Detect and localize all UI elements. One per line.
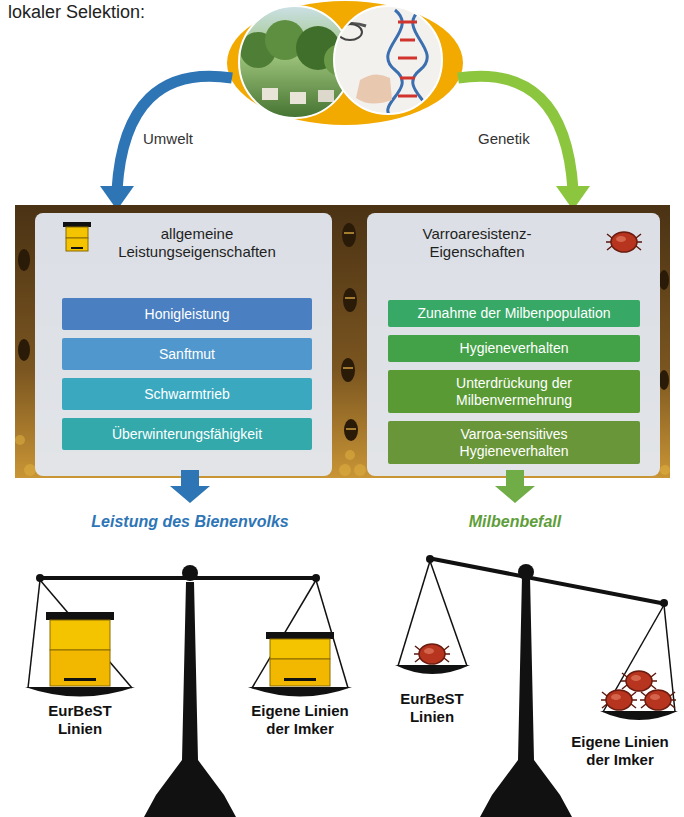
trait-box: Unterdrückung der Milbenvermehrung	[388, 370, 640, 413]
balance-scale	[395, 555, 678, 817]
panel-heading: allgemeine Leistungseigenschaften	[97, 225, 297, 261]
mite-figure	[601, 690, 637, 710]
panel-heading: Varroaresistenz-Eigenschaften	[387, 225, 567, 261]
result-label: Milbenbefall	[435, 512, 595, 531]
hive-figure	[46, 612, 114, 686]
trait-box: Überwinterungsfähigkeit	[62, 418, 312, 450]
box-label: Honigleistung	[145, 306, 230, 322]
trait-box: Sanftmut	[62, 338, 312, 370]
hive-figure	[266, 632, 334, 686]
box-label: Hygieneverhalten	[460, 340, 569, 356]
trait-box: Schwarmtrieb	[62, 378, 312, 410]
result-label: Leistung des Bienenvolks	[60, 512, 320, 531]
trait-panel: allgemeine LeistungseigenschaftenHonigle…	[35, 213, 332, 476]
balance-scale	[25, 565, 352, 817]
mite-figure	[414, 644, 450, 664]
box-label: Varroa-sensitives Hygieneverhalten	[419, 426, 609, 458]
box-label: Schwarmtrieb	[144, 386, 230, 402]
genetics-arrow	[458, 76, 573, 190]
dna-photo	[330, 2, 450, 122]
panel-ground	[35, 213, 332, 476]
photo-rim	[334, 6, 442, 114]
arrow-label: Genetik	[478, 130, 548, 148]
pan-label: Eigene Linien der Imker	[238, 702, 362, 738]
mite-icon	[606, 232, 642, 252]
trait-box: Hygieneverhalten	[388, 335, 640, 362]
down-arrow	[495, 470, 535, 503]
box-label: Unterdrückung der Milbenvermehrung	[419, 375, 609, 407]
selection-emblem	[227, 1, 463, 125]
trait-box: Varroa-sensitives Hygieneverhalten	[388, 421, 640, 464]
box-label: Zunahme der Milbenpopulation	[417, 305, 610, 321]
trait-panel: Varroaresistenz-EigenschaftenZunahme der…	[367, 213, 660, 476]
mite-figure	[640, 690, 676, 710]
panel-grounds	[35, 213, 660, 476]
pan-label: Eigene Linien der Imker	[562, 733, 678, 769]
trait-box: Honigleistung	[62, 298, 312, 330]
arrow-label: Umwelt	[143, 130, 213, 148]
mite-figure	[621, 671, 657, 691]
box-label: Sanftmut	[159, 346, 215, 362]
trait-box: Zunahme der Milbenpopulation	[388, 300, 640, 327]
pan-label: EurBeST Linien	[38, 702, 122, 738]
environment-arrow	[117, 76, 232, 190]
box-label: Überwinterungsfähigkeit	[112, 426, 262, 442]
pan-label: EurBeST Linien	[390, 690, 474, 726]
emblem-ellipse	[227, 1, 463, 125]
bee-photo-band	[15, 205, 670, 478]
hive-icon	[63, 222, 91, 251]
panel-ground	[367, 213, 660, 476]
down-arrow	[170, 470, 210, 503]
heading-text: lokaler Selektion:	[8, 2, 228, 24]
